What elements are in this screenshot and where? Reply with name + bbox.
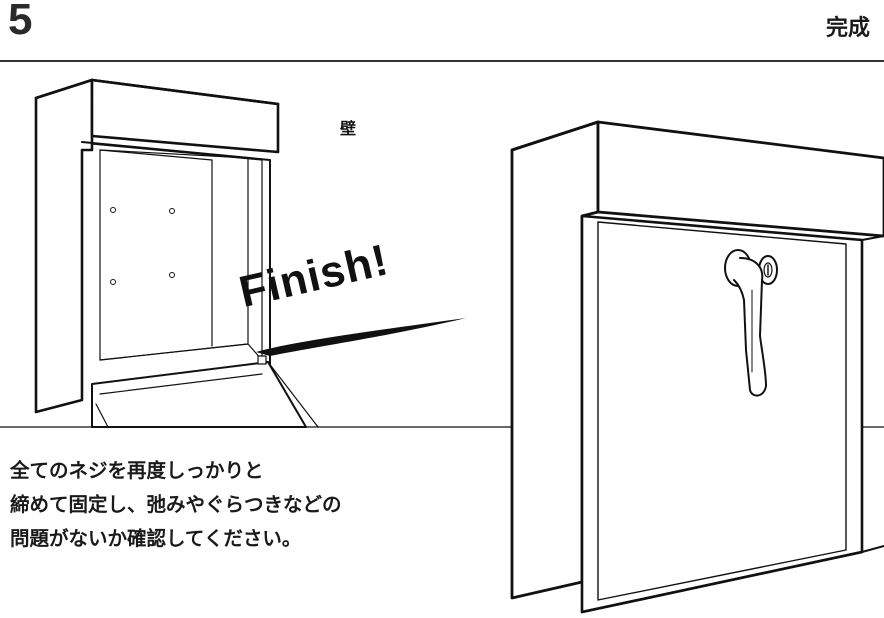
step-number: 5 <box>8 0 33 44</box>
closed-top-front <box>596 120 884 238</box>
closed-mailbox <box>510 120 884 614</box>
open-door <box>91 361 307 428</box>
door-handle <box>733 257 767 397</box>
mailbox-side-panel <box>34 78 94 414</box>
instruction-line: 問題がないか確認してください。 <box>10 527 302 550</box>
instruction-line: 全てのネジを再度しっかりと <box>10 459 264 482</box>
screw-hole <box>110 279 116 285</box>
header-divider <box>0 60 884 62</box>
section-title: 完成 <box>826 16 871 41</box>
mailbox-top-lid <box>34 78 280 106</box>
screw-hole <box>110 207 116 213</box>
finish-swoosh <box>256 318 466 356</box>
closed-front-door <box>580 214 864 614</box>
screw-hole <box>169 272 175 278</box>
wall-label: 壁 <box>340 119 357 138</box>
instruction-line: 締めて固定し、弛みやぐらつきなどの <box>10 493 342 516</box>
instruction-text: 全てのネジを再度しっかりと 締めて固定し、弛みやぐらつきなどの 問題がないか確認… <box>10 454 510 556</box>
interior-back-wall <box>99 149 249 361</box>
screw-hole <box>169 208 175 214</box>
hinge <box>257 355 267 365</box>
open-mailbox <box>34 78 319 428</box>
mailbox-frame <box>81 141 271 373</box>
